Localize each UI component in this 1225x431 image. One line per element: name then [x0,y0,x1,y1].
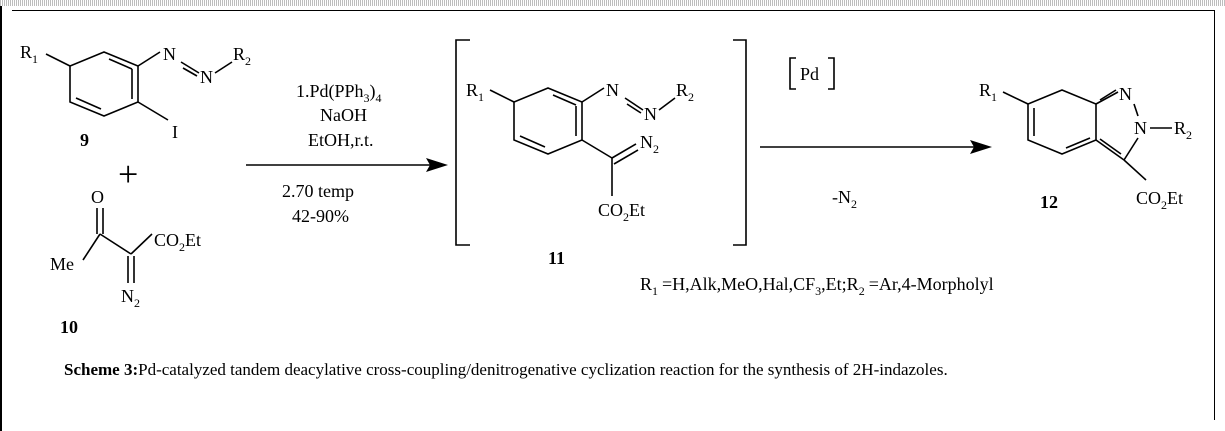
c11-ester: CO2Et [598,200,645,224]
c9-n1: N [163,44,176,64]
c12-r2: R2 [1174,118,1192,142]
step1-catalyst: 1.Pd(PPh3)4 [296,81,382,105]
c9-r1: R1 [20,42,38,66]
step1: 1.Pd(PPh3)4 NaOH EtOH,r.t. 2.70 temp 42-… [246,81,448,226]
c11-r2: R2 [676,80,694,104]
c11-n2: N [644,104,657,124]
step1-solvent: EtOH,r.t. [308,130,374,150]
c10-methyl: Me [50,254,74,274]
compound-10: O Me CO2Et N2 10 [50,187,201,337]
c11-diazo: N2 [640,132,659,156]
compound-12: R1 N N R2 CO2Et 12 [979,80,1192,212]
c12-ester: CO2Et [1136,188,1183,212]
right-rule [1214,10,1215,420]
right-bracket [733,39,747,246]
scheme-caption: Scheme 3:Pd-catalyzed tandem deacylative… [64,357,1184,383]
catalyst-bracket-right [828,57,835,90]
c12-r1: R1 [979,80,997,104]
step1-step2-temp: 2.70 temp [282,181,354,201]
caption-text: Pd-catalyzed tandem deacylative cross-co… [138,360,948,379]
c12-n1: N [1119,84,1132,104]
plus-sign: + [118,154,138,194]
c12-label: 12 [1040,192,1058,212]
c11-r1: R1 [466,80,484,104]
top-dotted-border [0,0,1225,6]
c9-n2: N [200,67,213,87]
c11-n1: N [606,80,619,100]
compound-11-ring [513,87,583,155]
step2-byproduct: -N2 [832,187,857,211]
compound-12-benzene-ring [1027,89,1097,155]
substituent-definitions: R1=H,Alk,MeO,Hal,CF3,Et;R2=Ar,4-Morpholy… [640,274,994,298]
step2-catalyst: Pd [800,64,819,84]
c11-label: 11 [548,248,565,268]
step2: Pd -N2 [760,57,992,211]
c10-ester: CO2Et [154,230,201,254]
c10-oxygen: O [91,187,104,207]
compound-9: R1 N N R2 I 9 [20,42,251,150]
caption-label: Scheme 3: [64,360,139,379]
compound-9-ring [69,51,139,117]
c9-label: 9 [80,130,89,150]
c10-diazo: N2 [121,286,140,310]
left-bracket [455,39,470,246]
compound-11: R1 N N R2 N2 CO2Et 11 [466,80,694,268]
step1-base: NaOH [320,105,367,125]
step1-yield: 42-90% [292,206,349,226]
catalyst-bracket-left [789,57,796,90]
c9-r2: R2 [233,44,251,68]
c12-n2: N [1134,118,1147,138]
c9-iodo: I [172,122,178,142]
top-rule [12,10,1215,11]
c10-label: 10 [60,317,78,337]
